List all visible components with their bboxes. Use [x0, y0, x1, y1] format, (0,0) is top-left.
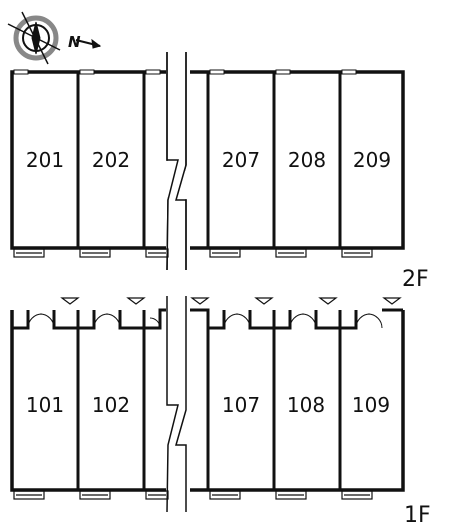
floor-label-1f: 1F: [404, 503, 431, 528]
compass-rose-icon: [7, 11, 102, 65]
unit-101: 101: [26, 393, 64, 417]
unit-208: 208: [288, 148, 326, 172]
floor-label-2f: 2F: [402, 267, 429, 292]
unit-207: 207: [222, 148, 260, 172]
floor-2f-plan: [10, 52, 405, 271]
unit-209: 209: [353, 148, 391, 172]
unit-108: 108: [287, 393, 325, 417]
unit-102: 102: [92, 393, 130, 417]
floor-1f-plan: [10, 296, 405, 513]
unit-107: 107: [222, 393, 260, 417]
compass-north-label: N: [68, 33, 81, 51]
unit-109: 109: [352, 393, 390, 417]
unit-202: 202: [92, 148, 130, 172]
unit-201: 201: [26, 148, 64, 172]
